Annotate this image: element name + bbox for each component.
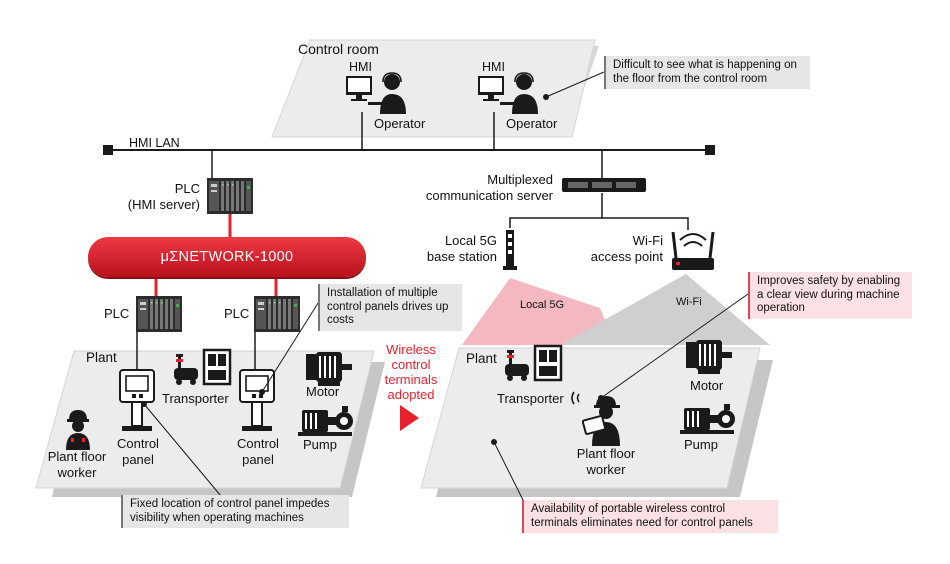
leader-dot [491, 439, 497, 445]
portable-note: Availability of portable wireless contro… [522, 500, 778, 533]
left-plant-title: Plant [86, 350, 117, 365]
arrow-icon [400, 405, 419, 431]
left-pump-label: Pump [303, 437, 337, 452]
leader-dot [543, 94, 549, 100]
hmi-lan-label: HMI LAN [129, 136, 180, 150]
plc-icon [254, 296, 300, 332]
leader-safety [600, 293, 749, 399]
right-motor-label: Motor [690, 378, 724, 393]
lan-terminator-right [705, 145, 715, 155]
leader-dot [259, 389, 265, 395]
server-icon [562, 178, 646, 192]
leader-control-room [545, 71, 605, 98]
router-icon [671, 231, 715, 270]
control-room-title: Control room [298, 41, 379, 57]
transition-label: Wireless control terminals adopted [384, 342, 438, 402]
leader-dot [598, 395, 604, 401]
leader-cost [261, 299, 321, 393]
lan-terminator-left [103, 145, 113, 155]
leader-portable [493, 441, 529, 511]
local5g-coverage [462, 278, 615, 345]
safety-note: Improves safety by enabling a clear view… [748, 272, 912, 319]
cost-note: Installation of multiple control panels … [318, 284, 462, 331]
plc-icon [136, 296, 182, 332]
wireless-signal-icon [571, 391, 580, 405]
plc-label-left: PLC [104, 306, 129, 321]
plc-label-right: PLC [224, 306, 249, 321]
link-5g-station [509, 193, 603, 228]
right-transporter-label: Transporter [497, 391, 564, 406]
local5g-beam-label: Local 5G [520, 299, 564, 311]
hmi-label-left: HMI [349, 60, 372, 74]
right-plant-title: Plant [466, 351, 497, 366]
controller-network-bar: μΣNETWORK-1000 [88, 237, 366, 277]
left-motor-label: Motor [306, 384, 340, 399]
plc-icon [207, 178, 253, 214]
leader-dot [141, 401, 147, 407]
operator-label-left: Operator [374, 116, 426, 131]
wifi-beam-label: Wi-Fi [676, 296, 702, 308]
leader-location [143, 403, 227, 503]
control-room-note: Difficult to see what is happening on th… [604, 56, 810, 89]
plc-server-label: PLC(HMI server) [128, 181, 200, 212]
left-transporter-label: Transporter [162, 391, 229, 406]
operator-label-right: Operator [506, 116, 558, 131]
antenna-icon [503, 230, 517, 270]
hmi-label-right: HMI [482, 60, 505, 74]
right-pump-label: Pump [684, 437, 718, 452]
link-wifi-ap [602, 217, 689, 230]
wifi-coverage [560, 274, 770, 345]
location-note: Fixed location of control panel impedes … [121, 495, 349, 528]
